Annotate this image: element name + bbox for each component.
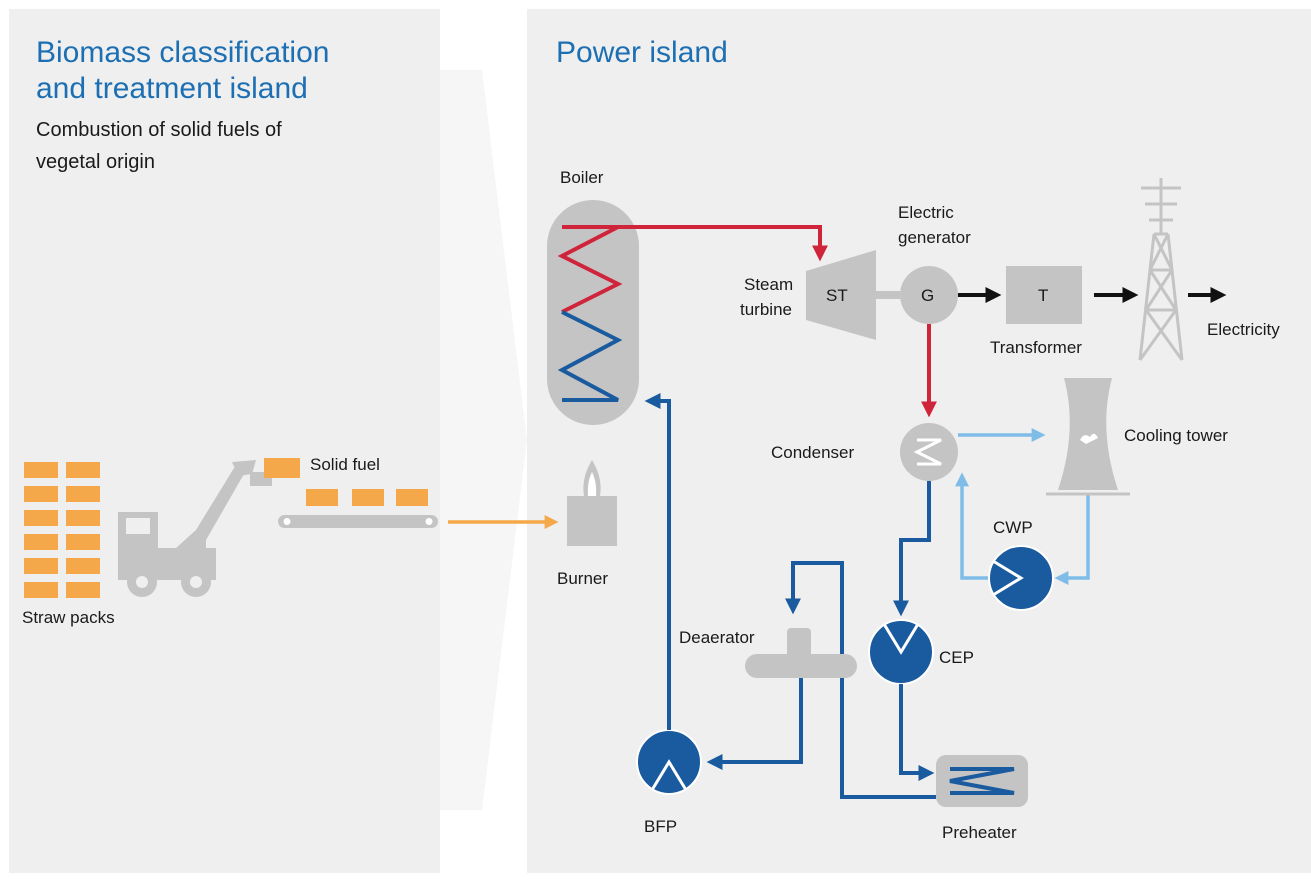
cooling-water-to-condenser-line [955, 472, 995, 580]
bfp-label: BFP [644, 817, 677, 836]
preheater-to-deaerator-line [785, 561, 936, 799]
generator-circle [900, 266, 958, 324]
cwp-label: CWP [993, 518, 1033, 537]
condenser-coil [913, 438, 942, 466]
bfp-pump-icon [636, 729, 702, 795]
boiler-vessel [547, 200, 639, 425]
condenser-label: Condenser [771, 443, 855, 462]
cep-label: CEP [939, 648, 974, 667]
conveyor-icon [250, 458, 438, 528]
burner-label: Burner [557, 569, 608, 588]
biomass-panel [9, 9, 440, 873]
condenser-circle [900, 423, 958, 481]
cooling-tower-label: Cooling tower [1124, 426, 1228, 445]
solid-fuel-label: Solid fuel [310, 455, 380, 474]
biomass-subtitle-line1: Combustion of solid fuels of [36, 119, 282, 141]
deaerator-label: Deaerator [679, 628, 755, 647]
cep-pump-icon [868, 619, 934, 685]
preheater-label: Preheater [942, 823, 1017, 842]
steam-turbine-label-line2: turbine [740, 300, 792, 319]
generator-label-line1: Electric [898, 203, 954, 222]
deaerator-to-bfp-line [706, 678, 803, 770]
boiler-coil-cold [557, 310, 623, 402]
loader-truck-icon [118, 460, 256, 597]
cooling-tower-icon [1046, 378, 1130, 496]
biomass-subtitle-line2: vegetal origin [36, 151, 155, 173]
transformer-label: Transformer [990, 338, 1082, 357]
flow-chevron-arrow [440, 70, 527, 810]
straw-packs-icon [24, 462, 100, 598]
condensate-line [893, 481, 931, 617]
deaerator-icon [745, 628, 857, 678]
steam-line [618, 225, 828, 262]
cooling-water-return-line [1054, 495, 1090, 585]
biomass-title-line1: Biomass classification [36, 36, 329, 69]
cep-to-preheater-line [899, 684, 935, 781]
st-label: ST [826, 286, 848, 305]
electricity-label: Electricity [1207, 320, 1280, 339]
boiler-label: Boiler [560, 168, 604, 187]
g-label: G [921, 286, 934, 305]
t-label: T [1038, 286, 1048, 305]
cwp-pump-icon [988, 545, 1054, 611]
boiler-coil-hot [557, 225, 623, 314]
steam-turbine-shape [806, 250, 876, 340]
generator-label-line2: generator [898, 228, 971, 247]
power-title: Power island [556, 36, 728, 69]
preheater-coil [949, 767, 1015, 795]
feedwater-line [644, 393, 671, 730]
steam-turbine-label-line1: Steam [744, 275, 793, 294]
burner-icon [567, 460, 617, 546]
transmission-pylon-icon [1138, 178, 1184, 361]
biomass-title-line2: and treatment island [36, 72, 308, 105]
transformer-box [1006, 266, 1082, 324]
straw-packs-label: Straw packs [22, 608, 115, 627]
